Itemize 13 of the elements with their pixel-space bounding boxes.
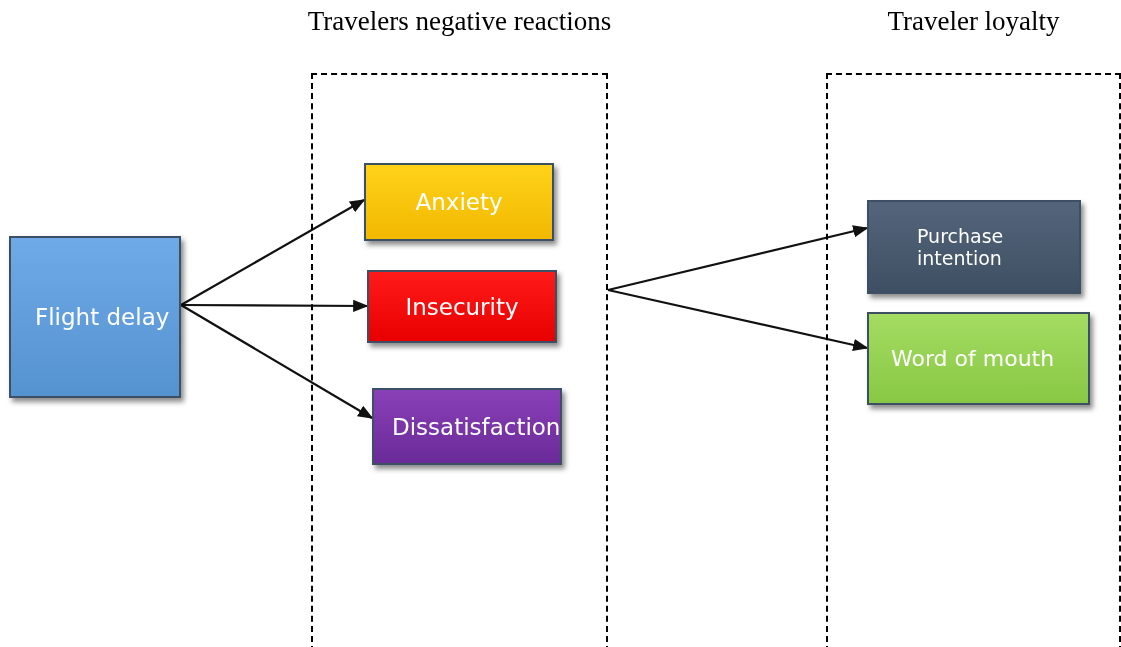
group-heading: Traveler loyalty	[886, 6, 1061, 37]
arrow	[180, 304, 374, 419]
arrow	[607, 225, 869, 292]
concept-box: Anxiety	[364, 163, 554, 241]
concept-box: Word of mouth	[867, 312, 1090, 405]
concept-box: Insecurity	[367, 270, 557, 343]
arrow	[180, 199, 366, 306]
concept-box: Flight delay	[9, 236, 181, 398]
arrow	[607, 288, 869, 351]
concept-box: Purchase intention	[867, 200, 1081, 294]
arrow	[181, 299, 369, 313]
group-heading: Travelers negative reactions	[306, 6, 613, 37]
concept-box: Dissatisfaction	[372, 388, 562, 465]
